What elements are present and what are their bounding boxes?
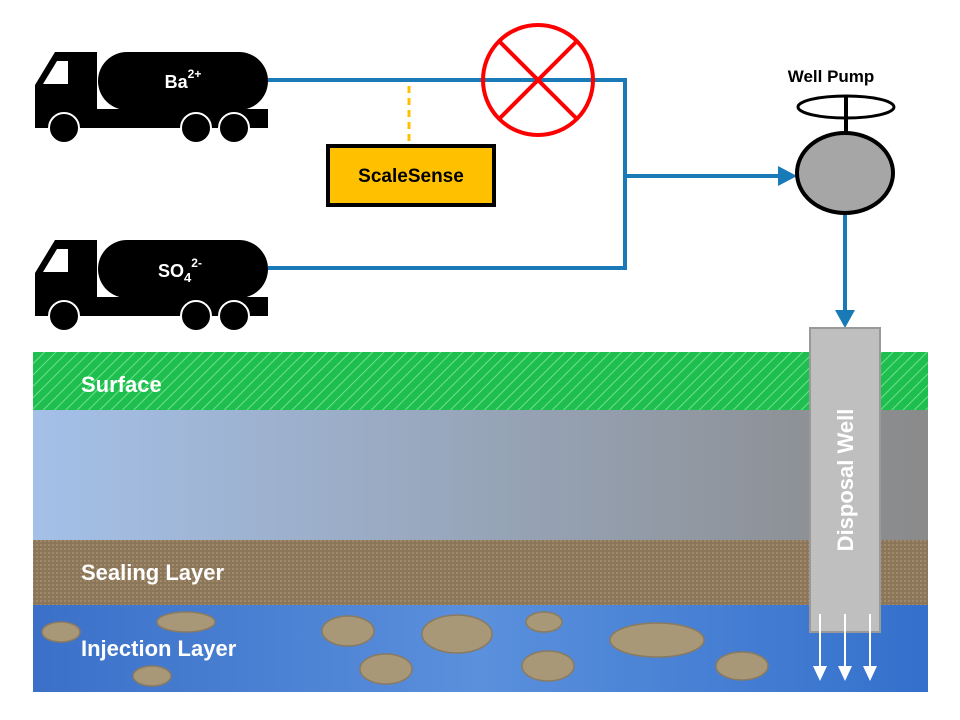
scalesense-label: ScaleSense (358, 166, 464, 187)
injection-layer-label: Injection Layer (81, 636, 237, 661)
ion-label: SO (158, 261, 184, 281)
scalesense-box (326, 144, 496, 207)
well-pump-icon (795, 94, 896, 215)
well-pump-label: Well Pump (788, 67, 875, 86)
injection-arrows-icon (813, 614, 877, 681)
svg-text:SO42-: SO42- (158, 256, 202, 285)
disposal-well (809, 327, 881, 633)
pebbles (41, 611, 769, 687)
blocked-x-icon (481, 23, 595, 137)
ion-charge: 2- (191, 256, 202, 270)
arrow-to-pump-icon (778, 166, 797, 186)
ion-charge: 2+ (188, 67, 202, 81)
pipe-network (268, 78, 847, 312)
middle-layer (33, 410, 928, 540)
ion-label: Ba (165, 72, 189, 92)
sealing-layer (33, 540, 928, 605)
ion-subscript: 4 (184, 270, 192, 285)
svg-text:Ba2+: Ba2+ (165, 67, 202, 92)
sealing-layer-label: Sealing Layer (81, 560, 225, 585)
tanker-truck-icon (34, 239, 269, 332)
arrow-to-well-icon (835, 310, 855, 328)
surface-layer (33, 352, 928, 410)
tanker-truck-icon (34, 51, 269, 144)
truck-barium: Ba2+ (34, 51, 269, 144)
disposal-well-label: Disposal Well (833, 409, 858, 552)
truck-sulfate: SO42- (34, 239, 269, 332)
surface-label: Surface (81, 372, 162, 397)
